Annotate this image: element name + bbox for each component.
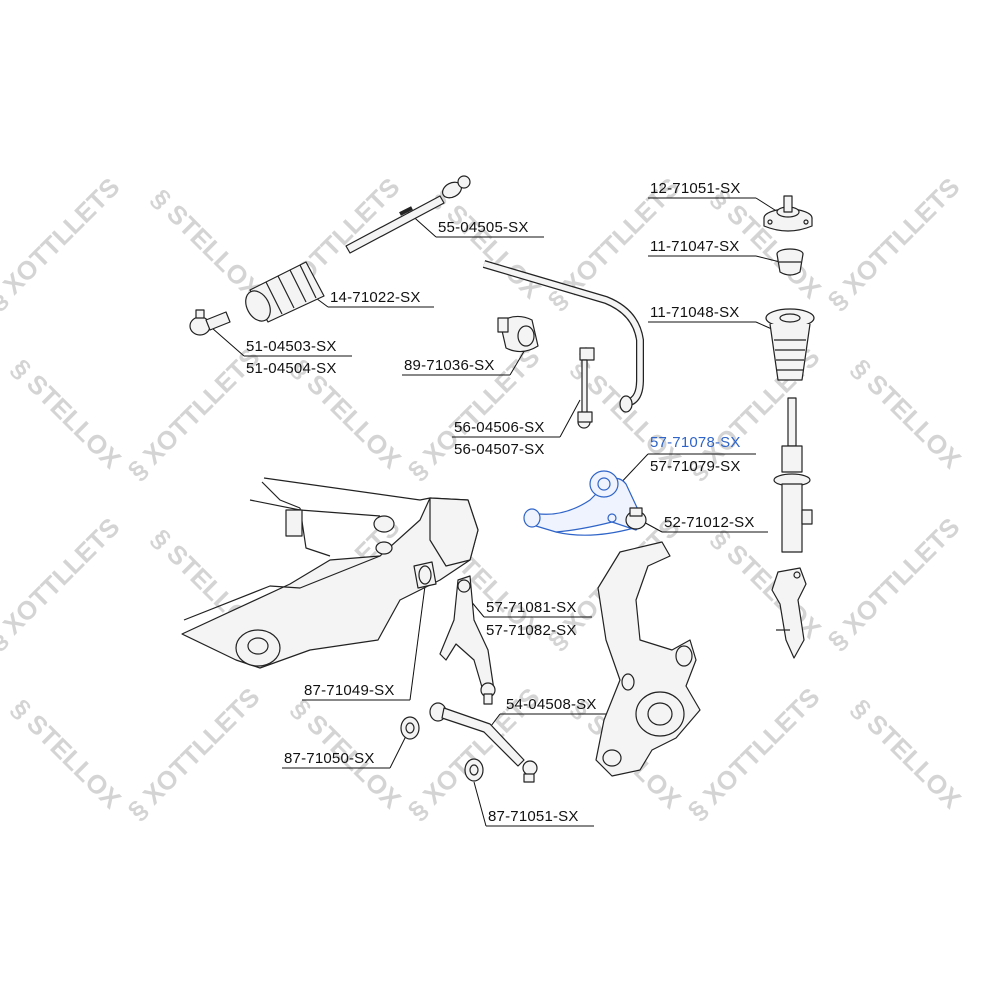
label-52-71012[interactable]: 52-71012-SX — [664, 514, 755, 531]
label-51-04503[interactable]: 51-04503-SX — [246, 338, 337, 355]
stabilizer-bar-icon — [482, 260, 644, 413]
label-56-04506[interactable]: 56-04506-SX — [454, 419, 545, 436]
watermark-text: § STELLOX — [706, 523, 828, 645]
bushing-87-71049-icon[interactable] — [413, 561, 437, 589]
watermark-text: § XOTTLLETS — [822, 172, 966, 316]
label-51-04504[interactable]: 51-04504-SX — [246, 360, 337, 377]
leader-lines — [211, 197, 781, 827]
stabilizer-link-icon[interactable] — [577, 347, 595, 429]
steering-knuckle-icon — [595, 541, 701, 777]
watermark-text: § STELLOX — [426, 183, 548, 305]
bushing-87-71051-icon[interactable] — [464, 758, 484, 782]
label-54-04508[interactable]: 54-04508-SX — [506, 696, 597, 713]
label-57-71082[interactable]: 57-71082-SX — [486, 622, 577, 639]
watermark-text: § XOTTLLETS — [822, 512, 966, 656]
watermark-text: § STELLOX — [6, 353, 128, 475]
shock-absorber-icon — [773, 397, 813, 553]
watermark-text: § XOTTLLETS — [122, 682, 266, 826]
watermark-text: § STELLOX — [6, 693, 128, 815]
watermark-text: § XOTTLLETS — [0, 172, 126, 316]
ball-joint-icon[interactable] — [625, 507, 647, 530]
label-87-71050[interactable]: 87-71050-SX — [284, 750, 375, 767]
watermark-text: § XOTTLLETS — [122, 342, 266, 486]
label-57-71079[interactable]: 57-71079-SX — [650, 458, 741, 475]
label-14-71022[interactable]: 14-71022-SX — [330, 289, 421, 306]
label-87-71051[interactable]: 87-71051-SX — [488, 808, 579, 825]
tie-rod-icon[interactable] — [345, 175, 471, 254]
steering-boot-icon[interactable] — [241, 261, 325, 325]
strut-mount-icon[interactable] — [763, 195, 813, 232]
label-11-71048[interactable]: 11-71048-SX — [650, 304, 740, 321]
label-57-71078[interactable]: 57-71078-SX — [650, 434, 741, 451]
upper-control-arm-icon[interactable] — [523, 470, 642, 536]
label-11-71047[interactable]: 11-71047-SX — [650, 238, 740, 255]
label-56-04507[interactable]: 56-04507-SX — [454, 441, 545, 458]
dust-boot-icon[interactable] — [765, 308, 815, 381]
label-12-71051[interactable]: 12-71051-SX — [650, 180, 741, 197]
watermark-text: § STELLOX — [146, 183, 268, 305]
label-57-71081[interactable]: 57-71081-SX — [486, 599, 577, 616]
watermark-text: § XOTTLLETS — [0, 512, 126, 656]
watermark-text: § STELLOX — [846, 693, 968, 815]
label-89-71036[interactable]: 89-71036-SX — [404, 357, 495, 374]
knuckle-bracket-icon — [771, 567, 807, 659]
stabilizer-bushing-icon[interactable] — [497, 315, 539, 353]
bushing-87-71050-icon[interactable] — [400, 716, 420, 740]
tie-rod-end-icon[interactable] — [189, 309, 231, 336]
tension-rod-icon[interactable] — [429, 702, 538, 783]
lower-arm-57-71081-icon[interactable] — [439, 575, 496, 705]
watermark-text: § STELLOX — [846, 353, 968, 475]
label-87-71049[interactable]: 87-71049-SX — [304, 682, 395, 699]
watermark-text: § XOTTLLETS — [682, 682, 826, 826]
subframe-icon — [181, 477, 479, 669]
label-55-04505[interactable]: 55-04505-SX — [438, 219, 529, 236]
bump-stop-icon[interactable] — [776, 248, 804, 276]
